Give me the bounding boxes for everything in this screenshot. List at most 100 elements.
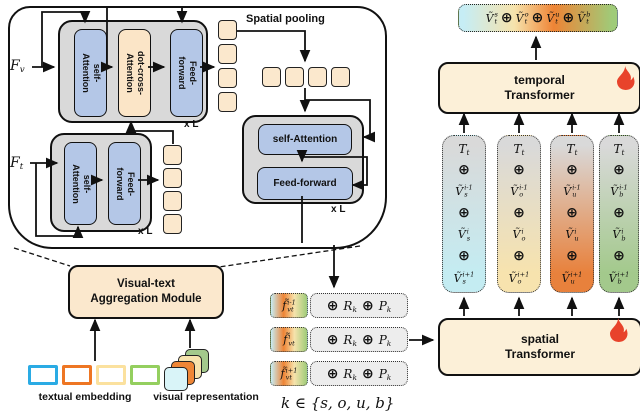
oplus-operator: ⊕ [361,297,374,314]
oplus-operator: ⊕ [513,248,525,265]
oplus-operator: ⊕ [326,331,339,348]
temporal-transformer-box: temporal Transformer [438,62,640,114]
oplus-operator: ⊕ [613,161,625,178]
pooled-token-row [262,67,350,87]
textual-embedding-rect [62,365,92,385]
block-label: Feed-forward [273,178,337,189]
oplus-operator: ⊕ [458,205,470,222]
oplus-operator: ⊕ [566,248,578,265]
text-branch-module: self- Attention Feed- forward [50,133,152,232]
block-label: Feed- forward [114,166,136,200]
aggregation-module-box: Visual-text Aggregation Module [68,265,224,319]
feed-forward-block: Feed- forward [108,142,141,225]
block-label: self- Attention [70,163,92,204]
visual-representation-square [164,367,188,391]
oplus-operator: ⊕ [458,161,470,178]
flame-icon [610,318,628,342]
oplus-operator: ⊕ [513,161,525,178]
flame-icon [617,66,635,90]
oplus-operator: ⊕ [513,205,525,222]
block-label: self- Attention [80,53,102,93]
pooled-module: self-Attention Feed-forward [242,115,364,204]
oplus-operator: ⊕ [531,10,544,26]
oplus-operator: ⊕ [326,365,339,382]
visual-representation-stack [164,348,214,394]
repeat-label: x L [138,226,153,237]
textual-embedding-label: textual embedding [38,391,132,403]
block-label: self-Attention [272,134,338,145]
feed-forward-block: Feed- forward [170,29,203,117]
oplus-operator: ⊕ [500,10,513,26]
block-label: Feed- forward [176,56,198,90]
token-square [308,67,327,87]
token-square [218,68,237,88]
oplus-operator: ⊕ [566,161,578,178]
visual-branch-module: self- Attention dot-cross- Attention Fee… [58,20,208,123]
token-square [218,44,237,64]
textual-embedding-rect [96,365,126,385]
visual-representation-label: visual representation [153,391,259,403]
spatial-transformer-box: spatial Transformer [438,318,640,376]
feed-forward-block: Feed-forward [257,167,353,200]
spatial-transformer-label: spatial Transformer [504,332,576,361]
oplus-operator: ⊕ [361,365,374,382]
oplus-operator: ⊕ [458,248,470,265]
repeat-label: x L [184,119,199,130]
token-square [285,67,304,87]
text-token-column [163,145,182,234]
token-square [163,168,182,188]
token-square [163,191,182,211]
block-label: dot-cross- Attention [124,50,146,95]
textual-embedding-rect [130,365,160,385]
token-square [163,145,182,165]
set-membership-note: k ∈ {s, o, u, b} [281,394,395,412]
repeat-label: x L [331,204,346,215]
oplus-operator: ⊕ [566,205,578,222]
oplus-operator: ⊕ [613,205,625,222]
oplus-operator: ⊕ [613,248,625,265]
